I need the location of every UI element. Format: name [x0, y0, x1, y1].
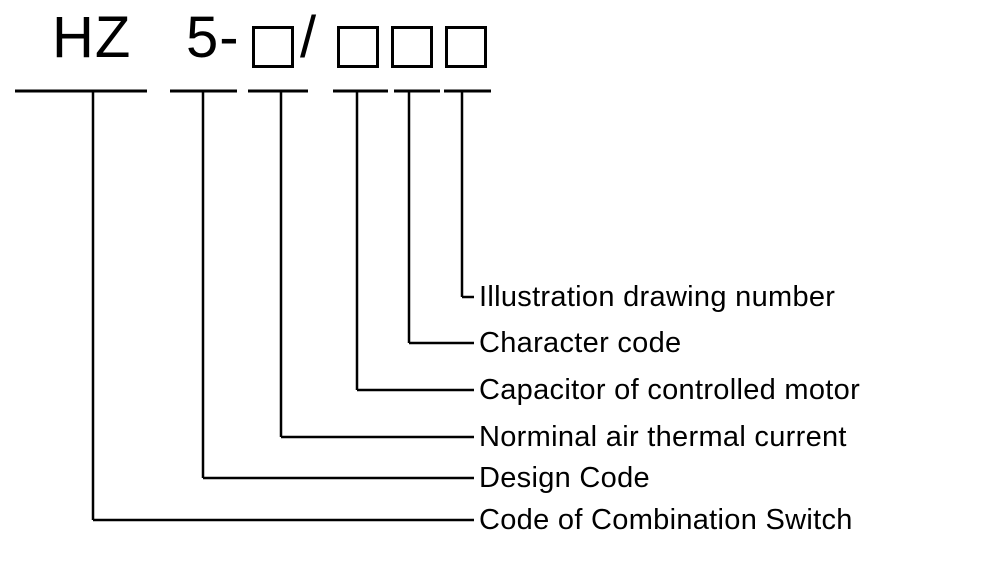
model-code-design-number: 5-: [186, 5, 240, 70]
placeholder-box-drawing: [445, 26, 487, 68]
placeholder-box-character: [391, 26, 433, 68]
label-illustration-drawing-number: Illustration drawing number: [479, 281, 836, 313]
label-character-code: Character code: [479, 327, 682, 359]
placeholder-box-capacitor: [337, 26, 379, 68]
model-code-prefix: HZ: [52, 5, 132, 70]
model-code-slash: /: [300, 5, 318, 70]
placeholder-box-current: [252, 26, 294, 68]
label-capacitor-of-controlled-motor: Capacitor of controlled motor: [479, 374, 861, 406]
label-design-code: Design Code: [479, 462, 650, 494]
label-norminal-air-thermal-current: Norminal air thermal current: [479, 421, 847, 453]
label-code-of-combination-switch: Code of Combination Switch: [479, 504, 853, 536]
